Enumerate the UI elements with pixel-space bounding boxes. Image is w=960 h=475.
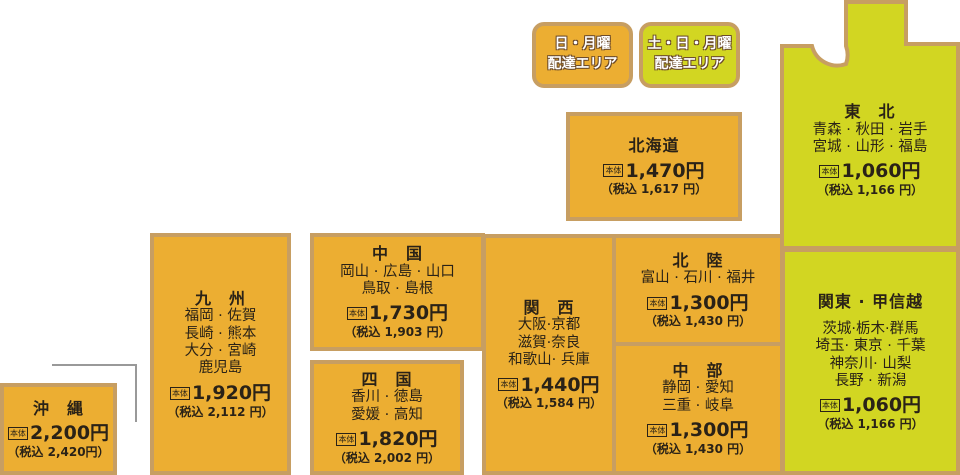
base-price-badge: 本体 bbox=[7, 426, 28, 440]
base-price: 1,300円 bbox=[669, 291, 749, 314]
base-price: 2,200円 bbox=[29, 422, 110, 444]
base-price: 1,920円 bbox=[191, 381, 272, 404]
tax-included-price: （税込 1,430 円） bbox=[644, 441, 752, 456]
prefecture-list: 埼玉· 東京 · 千葉 bbox=[815, 338, 926, 355]
base-price-badge: 本体 bbox=[647, 423, 668, 437]
prefecture-list: 滋賀·奈良 bbox=[517, 334, 581, 351]
prefecture-list: 宮城 · 山形 · 福島 bbox=[812, 139, 928, 155]
base-price: 1,060円 bbox=[841, 394, 922, 417]
tax-included-price: （税込 2,420円） bbox=[7, 444, 110, 459]
prefecture-list: 和歌山· 兵庫 bbox=[508, 352, 590, 369]
tax-included-price: （税込 1,903 円） bbox=[344, 325, 451, 340]
prefecture-list: 長野 · 新潟 bbox=[834, 372, 907, 389]
tax-included-price: （税込 1,430 円） bbox=[644, 314, 752, 329]
region-name: 沖 縄 bbox=[32, 398, 84, 418]
prefecture-list: 青森 · 秋田 · 岩手 bbox=[812, 121, 928, 138]
base-price-badge: 本体 bbox=[336, 432, 357, 446]
prefecture-list: 福岡 · 佐賀 bbox=[184, 308, 257, 325]
base-price-badge: 本体 bbox=[603, 164, 624, 178]
prefecture-list: 三重 · 岐阜 bbox=[662, 397, 734, 414]
legend-label: 配達エリア bbox=[654, 56, 725, 72]
prefecture-list: 富山 · 石川 · 福井 bbox=[640, 270, 756, 287]
base-price-badge: 本体 bbox=[498, 378, 519, 392]
tax-included-price: （税込 1,617 円） bbox=[600, 182, 708, 197]
base-price: 1,730円 bbox=[368, 302, 449, 325]
base-price-badge: 本体 bbox=[819, 165, 840, 179]
region-name: 中 国 bbox=[371, 244, 423, 264]
base-price: 1,820円 bbox=[358, 427, 438, 450]
legend-weekend-area: 土・日・月曜配達エリア bbox=[639, 22, 740, 88]
tax-included-price: （税込 1,166 円） bbox=[817, 417, 924, 432]
prefecture-list: 長崎 · 熊本 bbox=[184, 325, 257, 342]
base-price-badge: 本体 bbox=[169, 386, 190, 400]
prefecture-list: 茨城·栃木·群馬 bbox=[822, 320, 919, 337]
tax-included-price: （税込 2,002 円） bbox=[333, 450, 441, 465]
base-price: 1,060円 bbox=[841, 160, 921, 183]
base-price-badge: 本体 bbox=[647, 296, 668, 310]
base-price: 1,300円 bbox=[669, 418, 749, 441]
prefecture-list: 大阪·京都 bbox=[517, 317, 581, 334]
base-price-badge: 本体 bbox=[819, 399, 840, 413]
tax-included-price: （税込 1,166 円） bbox=[816, 183, 924, 198]
legend-label: 日・月曜 bbox=[554, 36, 611, 53]
base-price: 1,440円 bbox=[520, 373, 600, 396]
legend-label: 土・日・月曜 bbox=[647, 36, 732, 53]
legend-label: 配達エリア bbox=[547, 56, 618, 72]
prefecture-list: 岡山 · 広島 · 山口 bbox=[340, 263, 455, 280]
region-kanto-koshinetsu: 関東 · 甲信越茨城·栃木·群馬埼玉· 東京 · 千葉神奈川· 山梨長野 · 新… bbox=[781, 248, 960, 475]
prefecture-list: 神奈川· 山梨 bbox=[829, 355, 912, 372]
base-price: 1,470円 bbox=[625, 159, 705, 182]
region-name: 北 陸 bbox=[672, 251, 724, 271]
region-name: 九 州 bbox=[194, 289, 246, 309]
legend-weekday-area: 日・月曜配達エリア bbox=[532, 22, 633, 88]
region-name: 北海道 bbox=[628, 136, 680, 156]
prefecture-list: 鹿児島 bbox=[198, 360, 243, 377]
region-name: 関 西 bbox=[523, 298, 575, 318]
prefecture-list: 愛媛 · 高知 bbox=[351, 406, 423, 423]
region-name: 中 部 bbox=[672, 360, 724, 380]
tax-included-price: （税込 1,584 円） bbox=[495, 396, 603, 411]
prefecture-list: 鳥取 · 島根 bbox=[361, 281, 434, 297]
base-price-badge: 本体 bbox=[346, 307, 367, 321]
region-name: 関東 · 甲信越 bbox=[817, 291, 924, 311]
prefecture-list: 大分 · 宮崎 bbox=[184, 343, 257, 359]
region-name: 四 国 bbox=[361, 369, 413, 389]
prefecture-list: 静岡 · 愛知 bbox=[662, 380, 734, 397]
region-name: 東 北 bbox=[844, 102, 896, 122]
prefecture-list: 香川 · 徳島 bbox=[351, 389, 423, 406]
tax-included-price: （税込 2,112 円） bbox=[167, 404, 274, 419]
